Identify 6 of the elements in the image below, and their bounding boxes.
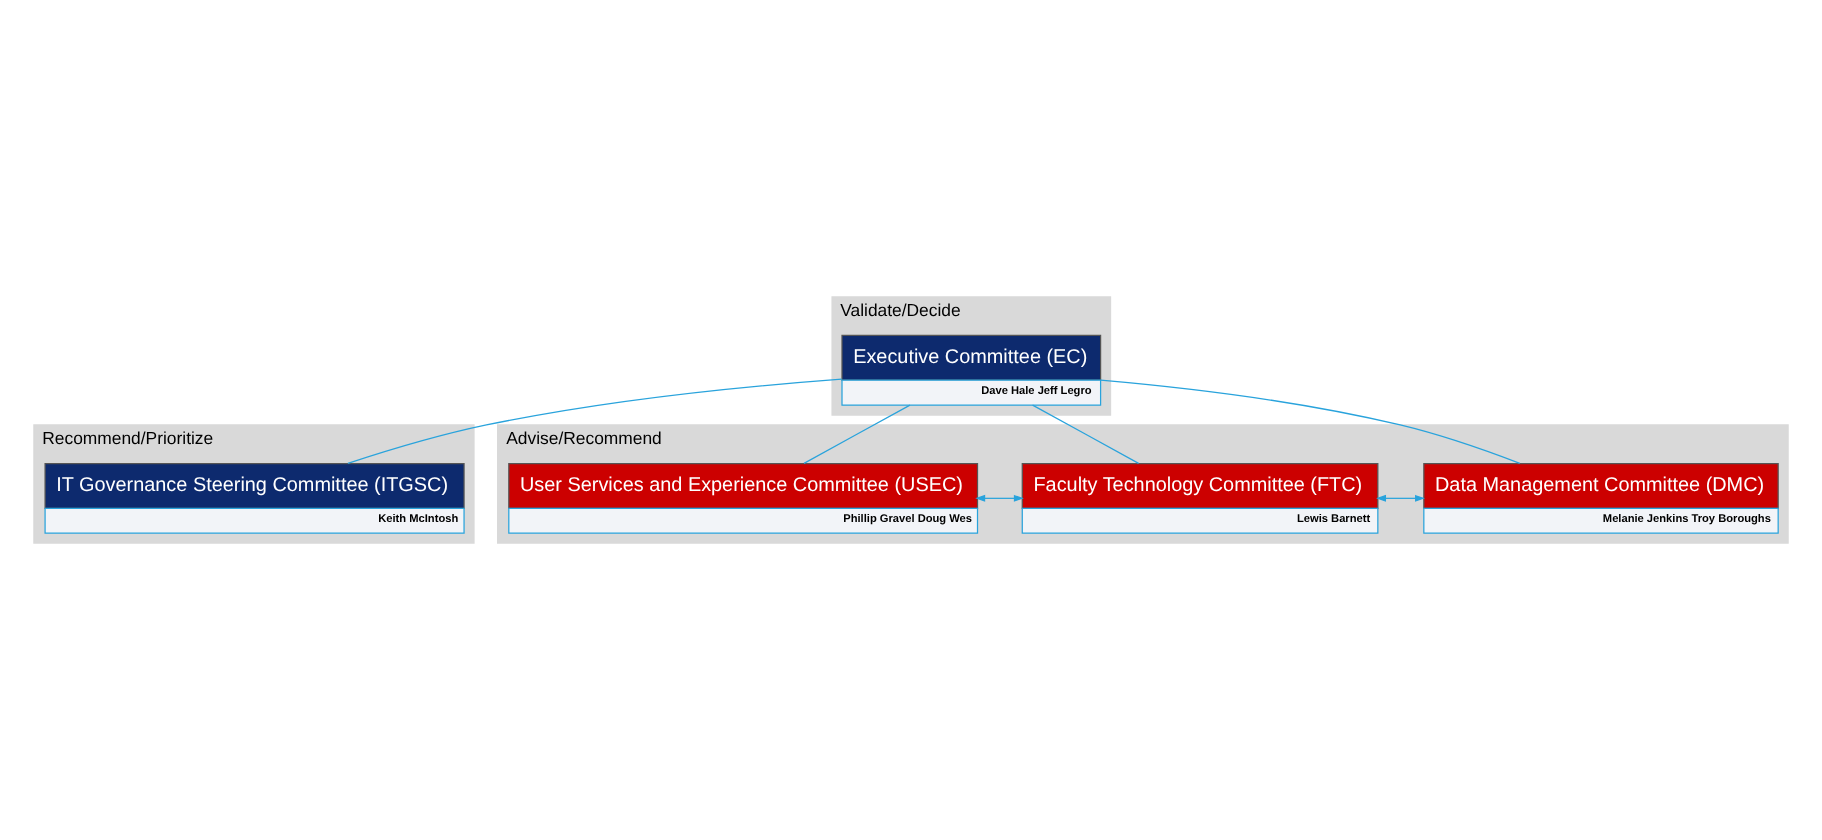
connector — [347, 378, 843, 465]
connector — [1100, 379, 1521, 465]
arrow — [1376, 494, 1425, 502]
connector — [803, 404, 911, 464]
connector — [1032, 404, 1140, 464]
arrow — [975, 494, 1024, 502]
